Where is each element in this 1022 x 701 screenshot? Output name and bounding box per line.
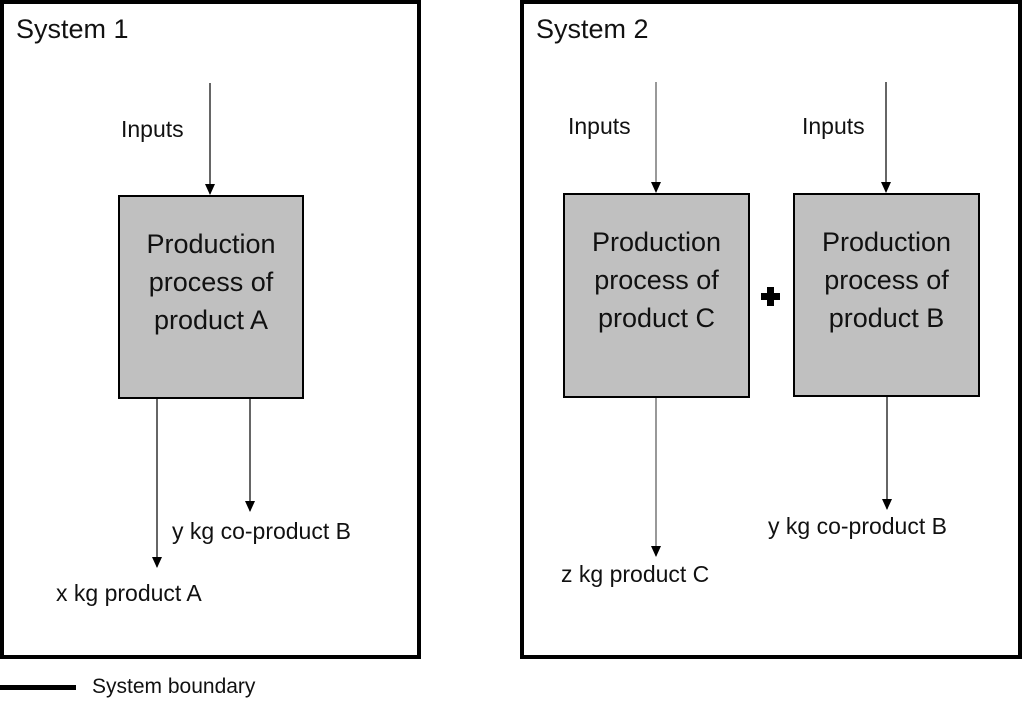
process-label-line: Production xyxy=(591,227,722,257)
system-2-output-product-c: z kg product C xyxy=(561,561,710,587)
process-label-line: Production xyxy=(821,227,952,257)
process-box-product-c: Production process of product C xyxy=(563,193,750,398)
process-label-line: process of xyxy=(594,265,719,295)
legend-label: System boundary xyxy=(92,675,256,698)
system-2-inputs-label-c: Inputs xyxy=(568,113,631,139)
process-label-line: product A xyxy=(153,305,269,335)
system-1-output-product-a: x kg product A xyxy=(56,580,202,606)
process-label-line: Production xyxy=(146,229,276,259)
process-box-product-a: Production process of product A xyxy=(118,195,304,399)
process-box-product-b: Production process of product B xyxy=(793,193,980,397)
plus-icon xyxy=(761,287,780,306)
process-label-line: process of xyxy=(824,265,949,295)
system-1-inputs-label: Inputs xyxy=(121,116,184,142)
system-2-inputs-label-b: Inputs xyxy=(802,113,865,139)
legend-boundary-line-icon xyxy=(0,685,76,690)
system-1-output-co-product-b: y kg co-product B xyxy=(172,518,351,544)
process-label-line: product C xyxy=(597,303,716,333)
process-label-line: product B xyxy=(828,303,945,333)
system-1-title: System 1 xyxy=(16,14,129,44)
process-label-line: process of xyxy=(148,267,274,297)
system-2-output-co-product-b: y kg co-product B xyxy=(768,513,947,539)
system-2-title: System 2 xyxy=(536,14,649,44)
